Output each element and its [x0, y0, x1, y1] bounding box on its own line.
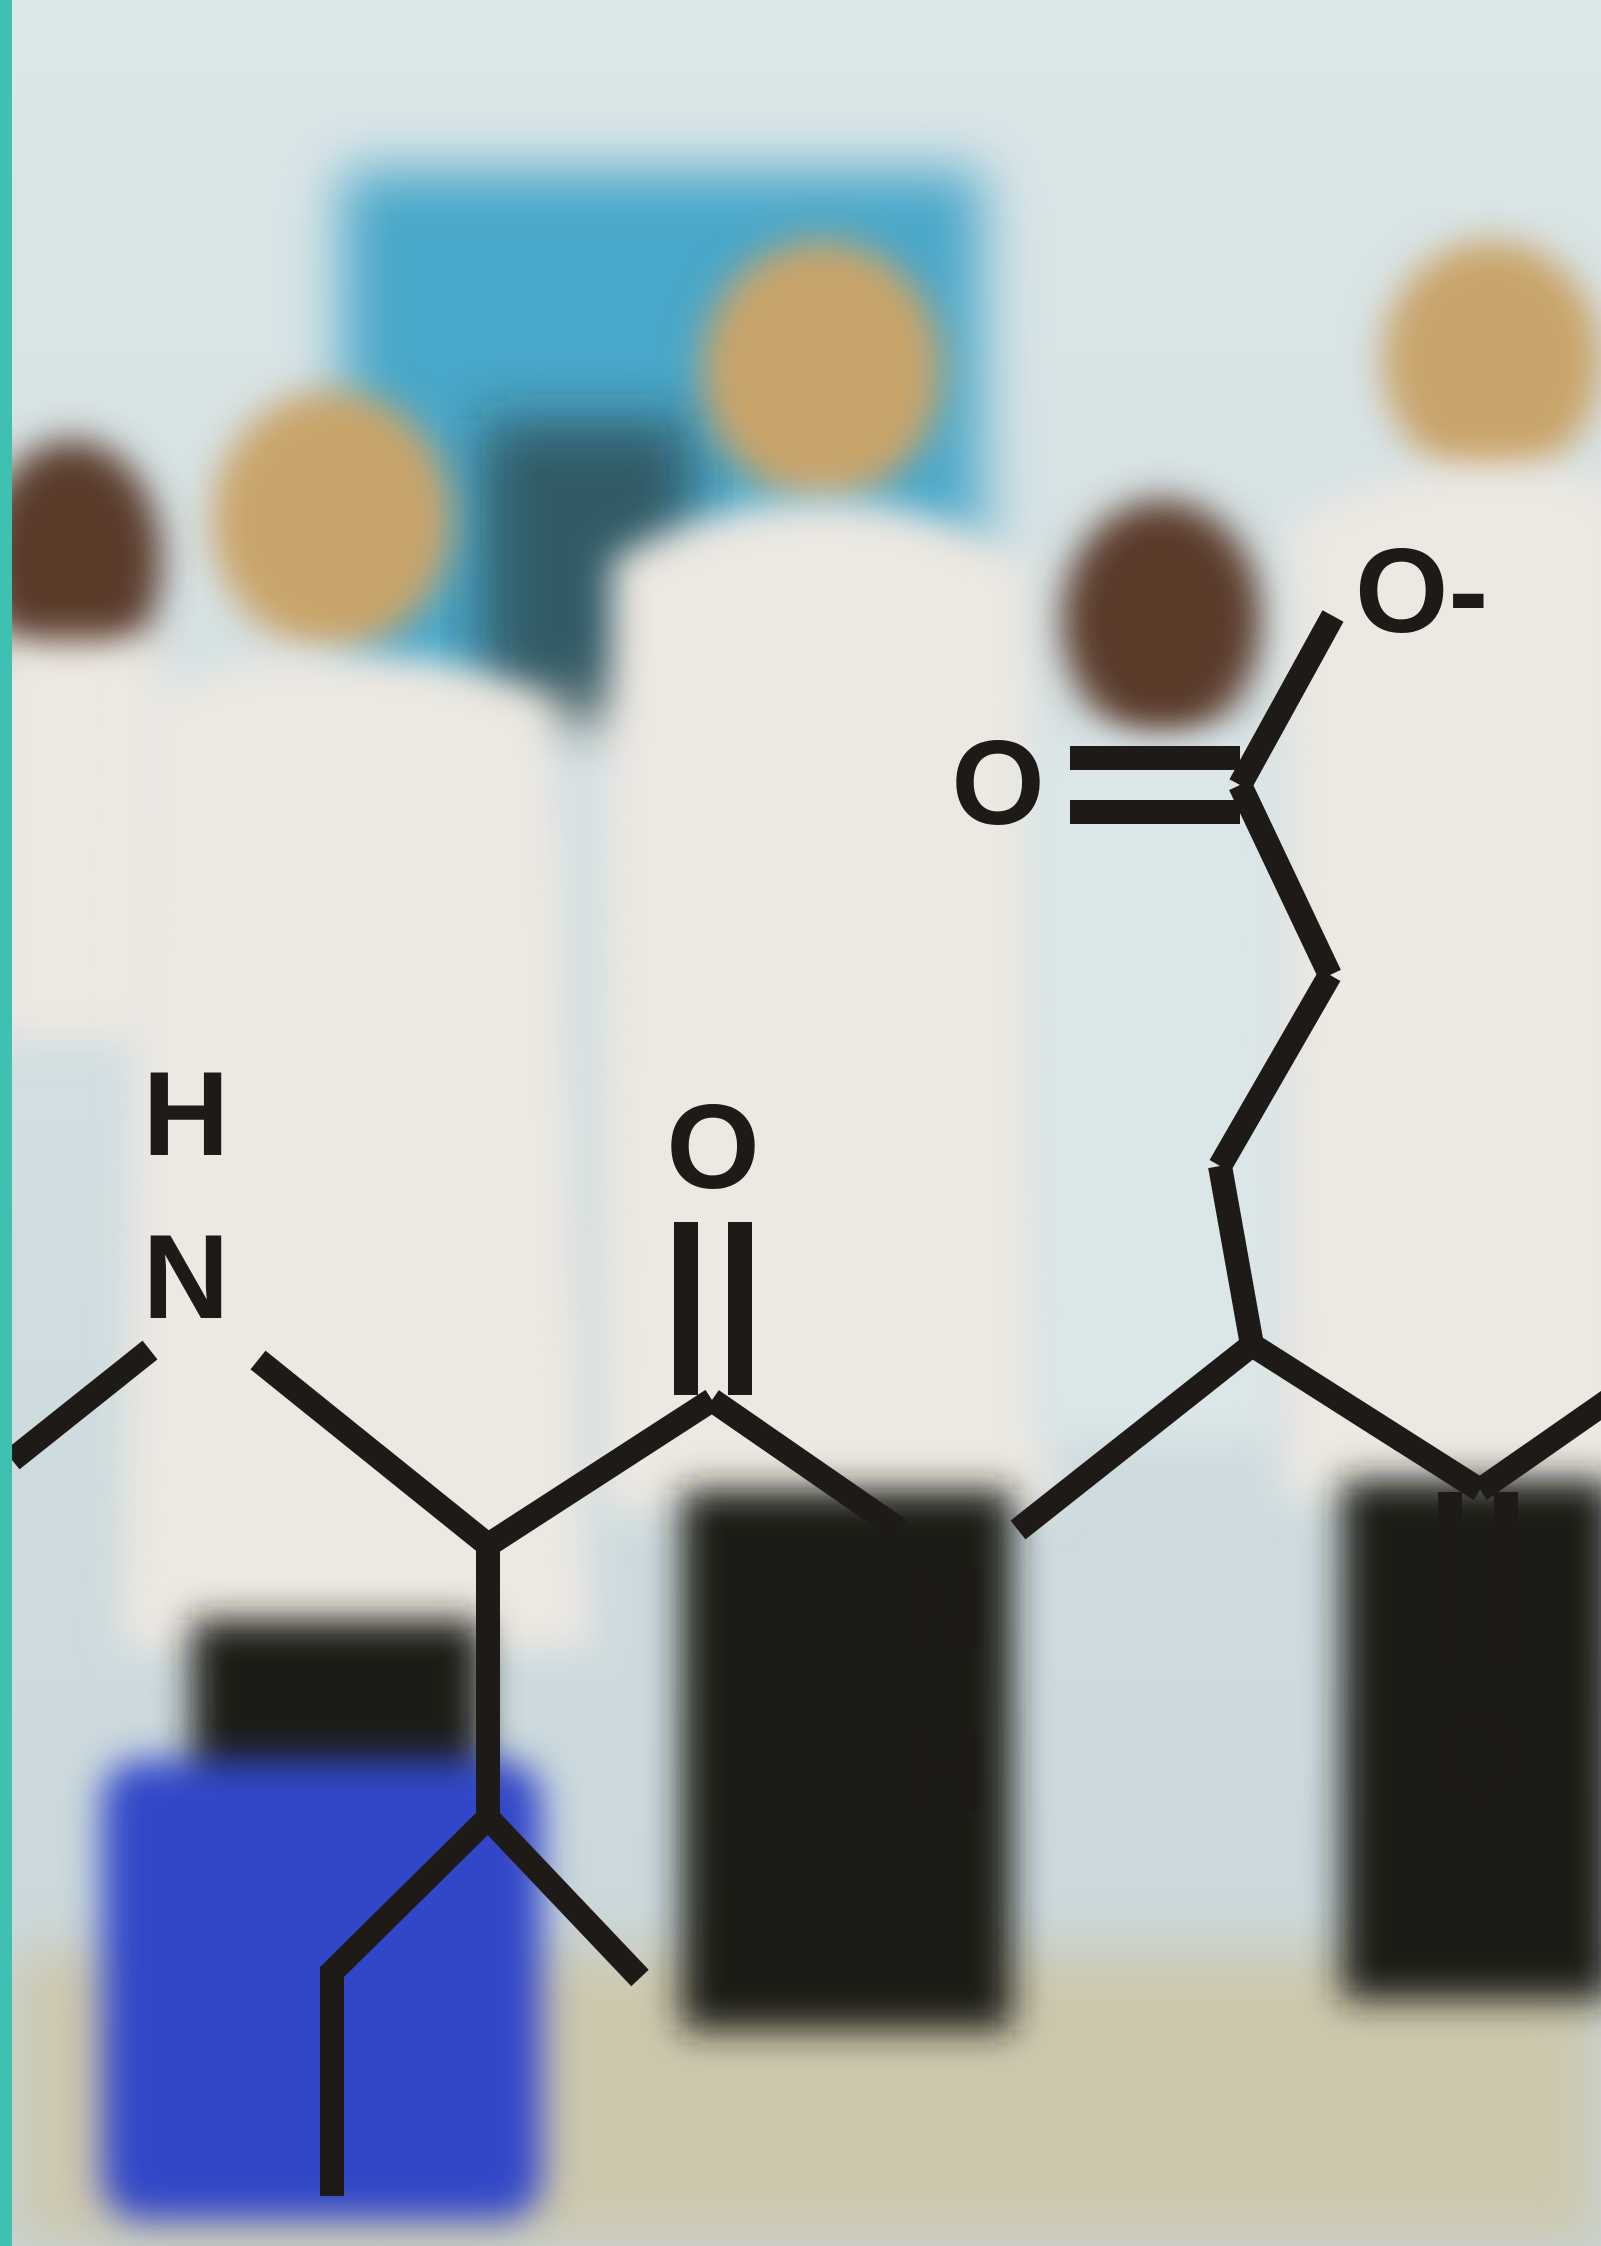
- bond-side-chain-2: [1229, 779, 1341, 981]
- bond-left-edge: [4, 1340, 158, 1470]
- person-right-hair: [1062, 500, 1262, 740]
- atom-o-middle: O: [666, 1080, 759, 1214]
- molecule-atoms: H N O O O- N H O: [143, 524, 1525, 1838]
- bond-acid-to-ominus: [1229, 610, 1344, 791]
- person-far-right-legs: [1342, 1480, 1601, 2000]
- bond-carbonyl2-right: [1473, 1391, 1601, 1500]
- atom-n-center: N: [899, 1542, 986, 1676]
- bond-alpha2-up: [1208, 1163, 1264, 1348]
- person-far-right-coat: [1282, 464, 1601, 1500]
- atom-h-top-left: H: [143, 1047, 230, 1181]
- person-blonde-left-coat: [122, 655, 592, 1650]
- person-center-hair: [702, 240, 942, 500]
- bond-n-to-alpha2: [1010, 1335, 1260, 1540]
- person-blonde-left-hair: [212, 390, 452, 650]
- person-center-legs: [682, 1490, 1012, 2030]
- bond-carbonyl-to-n: [705, 1390, 907, 1540]
- atom-n-top-left: N: [143, 1210, 230, 1344]
- person-far-left-hair: [12, 440, 162, 680]
- bond-sidechain-branch-left: [320, 1809, 497, 2196]
- atom-h-center: H: [899, 1704, 986, 1838]
- atom-o-minus: O-: [1355, 524, 1488, 658]
- bond-alpha2-to-carbonyl2: [1245, 1334, 1487, 1501]
- bond-sidechain-branch-right: [479, 1809, 649, 1987]
- accent-bar: [0, 0, 12, 2246]
- molecule-bonds: [4, 610, 1601, 2196]
- atom-o-upper: O: [951, 716, 1044, 850]
- bond-side-chain-1: [1209, 969, 1341, 1172]
- person-far-right-hair: [1382, 240, 1601, 480]
- person-center-coat: [602, 500, 1052, 1510]
- bond-alpha1-to-carbonyl: [481, 1389, 719, 1556]
- bond-n-to-alpha1: [250, 1350, 496, 1555]
- atom-o-bottom-right: O: [1431, 1692, 1524, 1826]
